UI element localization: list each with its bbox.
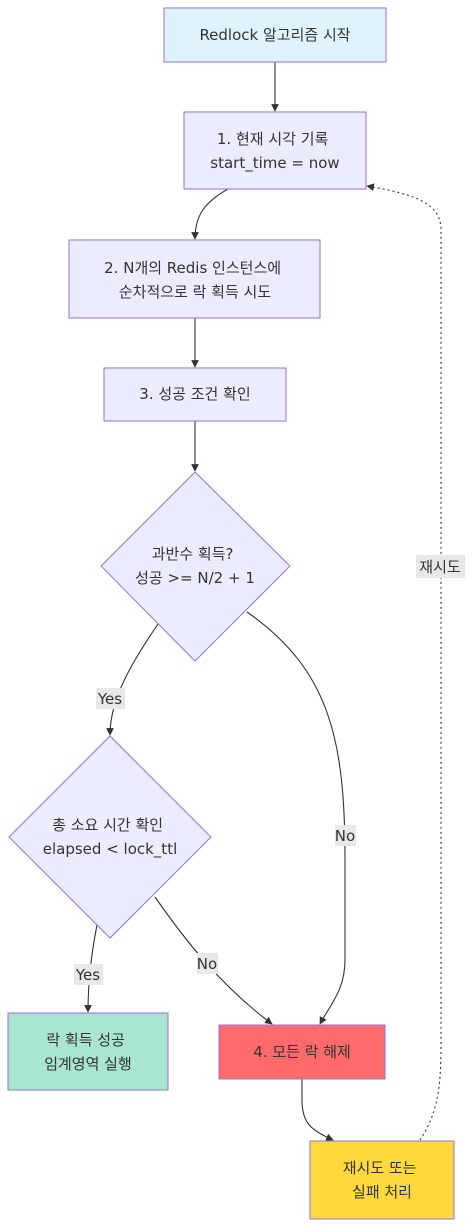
node-step2: 2. N개의 Redis 인스턴스에 순차적으로 락 획득 시도	[68, 239, 321, 319]
edge-label-elapsed-yes: Yes	[74, 964, 103, 985]
node-majority-diamond	[100, 471, 291, 662]
node-elapsed-decision: 총 소요 시간 확인 elapsed < lock_ttl	[8, 735, 212, 939]
node-release-text: 4. 모든 락 해제	[253, 1043, 351, 1061]
node-step1-text: 1. 현재 시각 기록 start_time = now	[210, 130, 339, 173]
node-step3-box	[103, 367, 287, 422]
node-step1-box	[183, 111, 367, 190]
node-retry-text: 재시도 또는 실패 처리	[343, 1159, 422, 1201]
node-start-text: Redlock 알고리즘 시작	[199, 26, 350, 44]
node-majority-decision: 과반수 획득? 성공 >= N/2 + 1	[100, 471, 291, 662]
node-retry-box	[309, 1140, 455, 1220]
svg-text:Yes: Yes	[97, 690, 122, 708]
node-step2-box	[68, 239, 321, 319]
node-step1: 1. 현재 시각 기록 start_time = now	[183, 111, 367, 190]
edge-retry-loop	[366, 183, 442, 1141]
node-elapsed-text: 총 소요 시간 확인 elapsed < lock_ttl	[43, 816, 178, 859]
edge-label-majority-yes: Yes	[96, 688, 125, 709]
edge-step1-to-step2	[191, 188, 229, 240]
node-success-box	[7, 1012, 169, 1091]
node-elapsed-diamond	[8, 735, 212, 939]
svg-text:No: No	[335, 827, 355, 845]
edge-release-to-retry	[301, 1079, 334, 1141]
node-release: 4. 모든 락 해제	[218, 1024, 386, 1080]
node-success-text: 락 획득 성공 임계영역 실행	[44, 1031, 132, 1073]
svg-text:재시도: 재시도	[419, 558, 461, 576]
node-retry: 재시도 또는 실패 처리	[309, 1140, 455, 1220]
node-step2-text: 2. N개의 Redis 인스턴스에 순차적으로 락 획득 시도	[104, 259, 286, 301]
node-majority-text: 과반수 획득? 성공 >= N/2 + 1	[135, 545, 255, 587]
node-step3: 3. 성공 조건 확인	[103, 367, 287, 422]
svg-text:Yes: Yes	[75, 966, 100, 984]
edge-label-elapsed-no: No	[197, 953, 218, 974]
edge-majority-yes	[106, 623, 159, 736]
edge-majority-no	[246, 611, 346, 1025]
edge-labels: Yes No Yes No 재시도	[74, 555, 465, 985]
node-start-box	[163, 7, 387, 63]
edge-label-retry-loop: 재시도	[416, 555, 465, 578]
node-start: Redlock 알고리즘 시작	[163, 7, 387, 63]
edge-label-majority-no: No	[335, 825, 356, 846]
node-step3-text: 3. 성공 조건 확인	[139, 385, 250, 403]
svg-text:No: No	[197, 955, 217, 973]
node-release-box	[218, 1024, 386, 1080]
node-success: 락 획득 성공 임계영역 실행	[7, 1012, 169, 1091]
edges	[84, 62, 442, 1141]
